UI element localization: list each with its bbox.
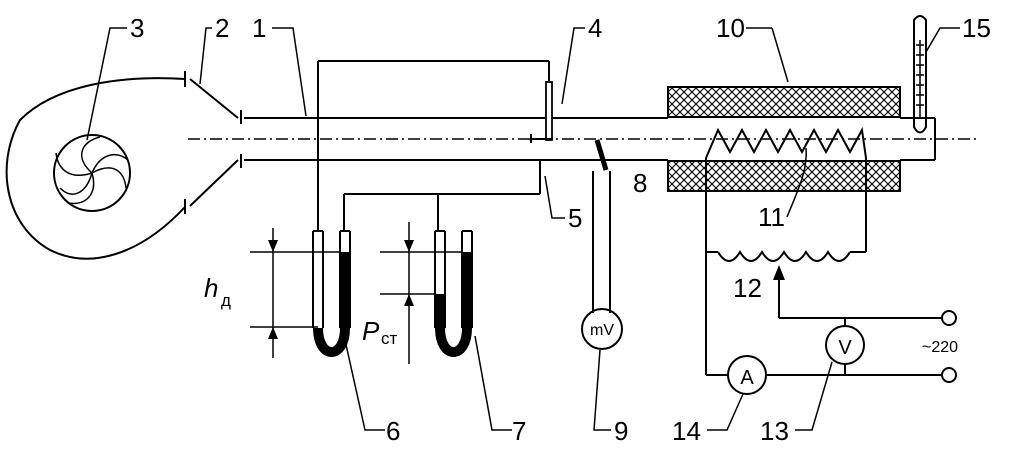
static-pressure-symbol: P [362, 316, 380, 346]
static-pressure-subscript: ст [381, 329, 398, 348]
manometer-dynamic [312, 230, 351, 357]
label-12: 12 [733, 273, 762, 303]
label-15: 15 [962, 13, 991, 43]
static-port [343, 160, 541, 231]
label-3: 3 [130, 13, 144, 43]
ammeter: A [706, 355, 942, 395]
label-1: 1 [252, 13, 266, 43]
diffuser [184, 71, 242, 214]
label-7: 7 [512, 416, 526, 446]
label-14: 14 [672, 416, 701, 446]
label-9: 9 [614, 416, 628, 446]
voltmeter: V [825, 318, 865, 375]
pitot-tube [317, 60, 553, 231]
leader-lines [86, 27, 960, 431]
label-10: 10 [716, 13, 745, 43]
voltmeter-symbol: V [838, 337, 852, 359]
millivoltmeter: mV [581, 308, 623, 350]
dynamic-pressure-subscript: д [221, 291, 231, 310]
heating-coil [705, 126, 867, 375]
fan [5, 77, 186, 260]
dimension-hd [250, 228, 341, 358]
dimension-pst [380, 222, 463, 364]
thermometer [913, 15, 927, 134]
label-13: 13 [760, 416, 789, 446]
label-4: 4 [588, 13, 602, 43]
supply-terminals: ~220 [922, 310, 958, 383]
thermocouple [592, 139, 611, 313]
label-11: 11 [758, 202, 785, 232]
supply-voltage: ~220 [922, 339, 958, 356]
dynamic-pressure-label: h д [204, 273, 231, 310]
millivoltmeter-symbol: mV [590, 322, 614, 339]
manometer-static [434, 230, 473, 357]
autotransformer [706, 250, 942, 319]
label-8: 8 [633, 168, 647, 198]
fan-impeller [55, 136, 129, 205]
label-6: 6 [386, 416, 400, 446]
ammeter-symbol: A [740, 367, 754, 389]
static-pressure-label: P ст [362, 316, 398, 348]
pipe [188, 117, 978, 161]
dynamic-pressure-symbol: h [204, 273, 218, 303]
label-5: 5 [568, 203, 582, 233]
label-2: 2 [215, 13, 229, 43]
